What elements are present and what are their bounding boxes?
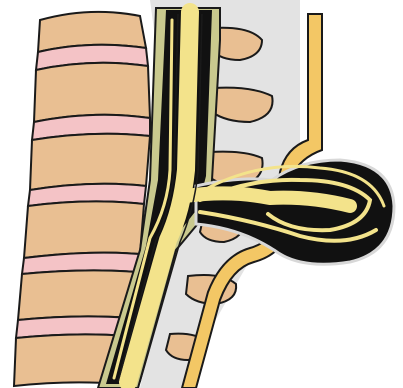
vertebra-body-4 — [24, 201, 144, 258]
vertebra-body-3 — [30, 134, 150, 190]
vertebra-body-5 — [18, 270, 136, 320]
spinous-process-2 — [212, 88, 273, 122]
vertebra-body-2 — [34, 63, 150, 122]
